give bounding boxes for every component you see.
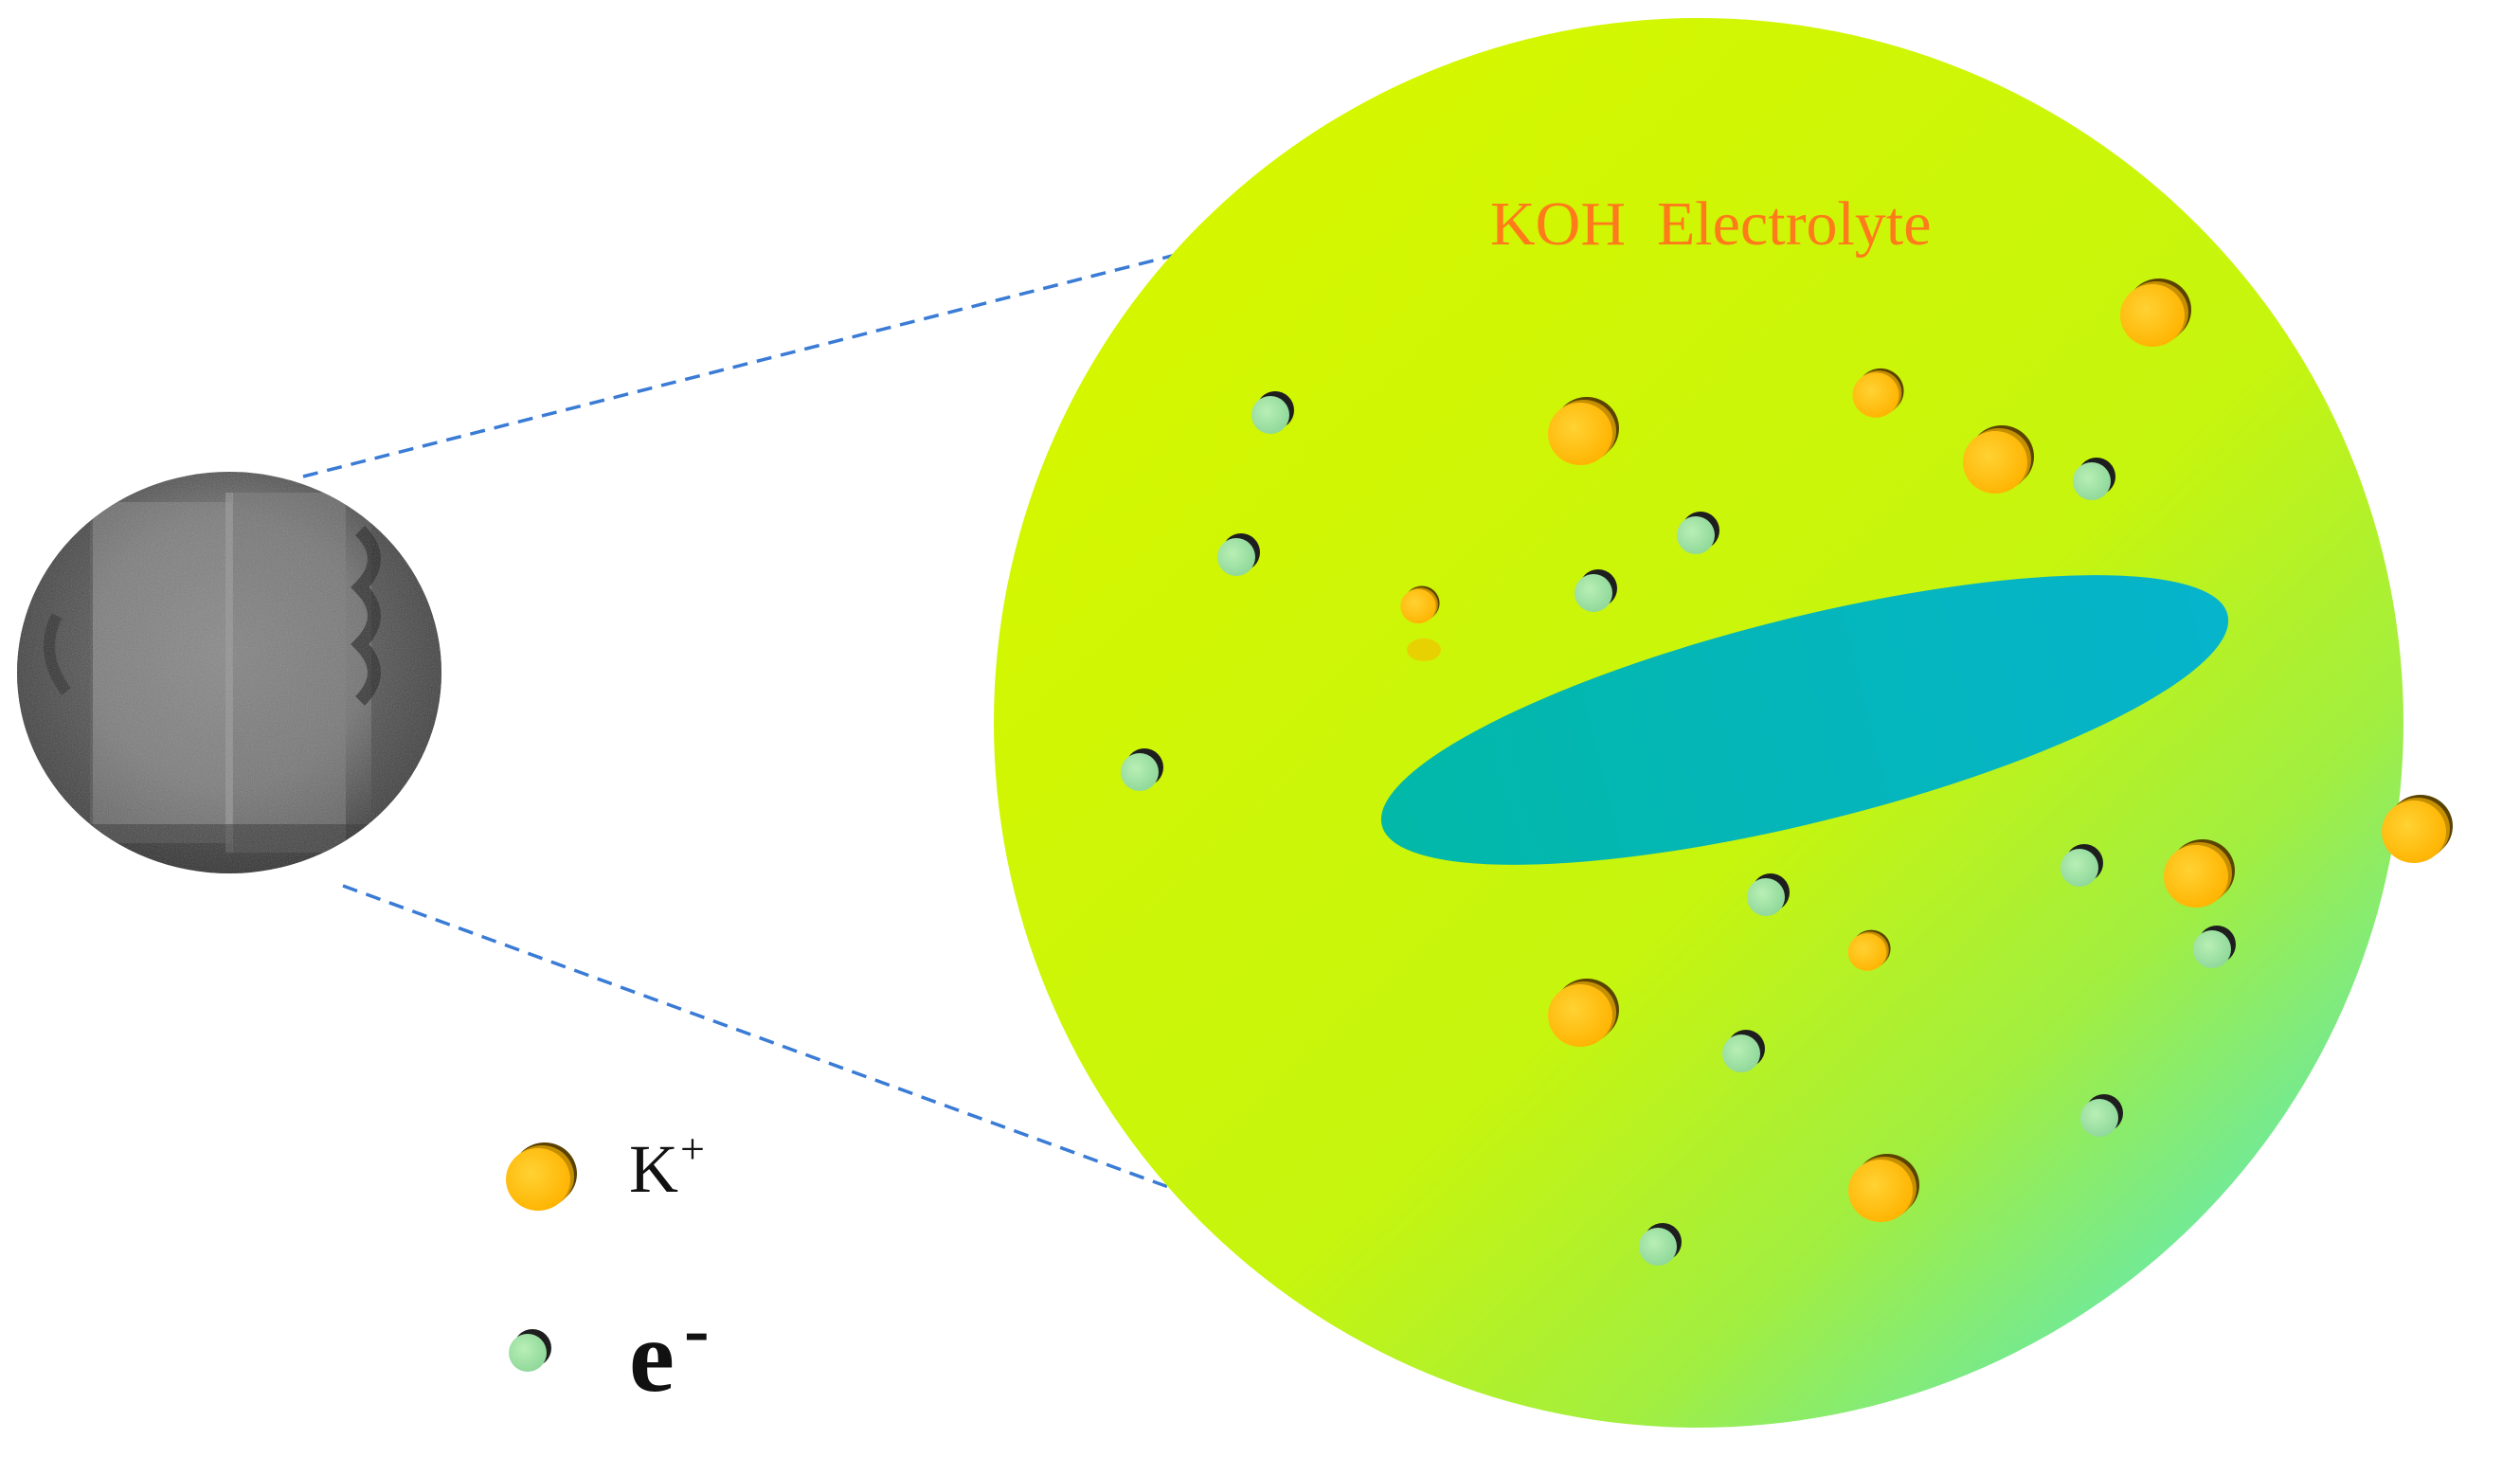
k-ion-markers xyxy=(1400,279,2453,1222)
electrolyte-title: KOH Electrolyte xyxy=(1490,189,1932,259)
k-ion-reflection xyxy=(1407,639,1441,661)
electrode-sheet xyxy=(1380,575,2229,865)
legend-k-superscript: + xyxy=(680,1124,705,1173)
electrolyte-sphere: KOH Electrolyte xyxy=(994,18,2403,1428)
dashed-connector-icon xyxy=(302,221,1323,1245)
legend-k-symbol: K xyxy=(629,1131,678,1207)
k-ion-icon xyxy=(506,1142,577,1211)
legend-item-electron: e - xyxy=(509,1288,710,1413)
legend: K + e - xyxy=(506,1124,710,1413)
legend-e-symbol: e xyxy=(629,1301,675,1413)
legend-item-k-ion: K + xyxy=(506,1124,705,1211)
micrograph-image xyxy=(17,472,441,873)
legend-e-superscript: - xyxy=(684,1288,710,1372)
electron-icon xyxy=(509,1329,551,1372)
